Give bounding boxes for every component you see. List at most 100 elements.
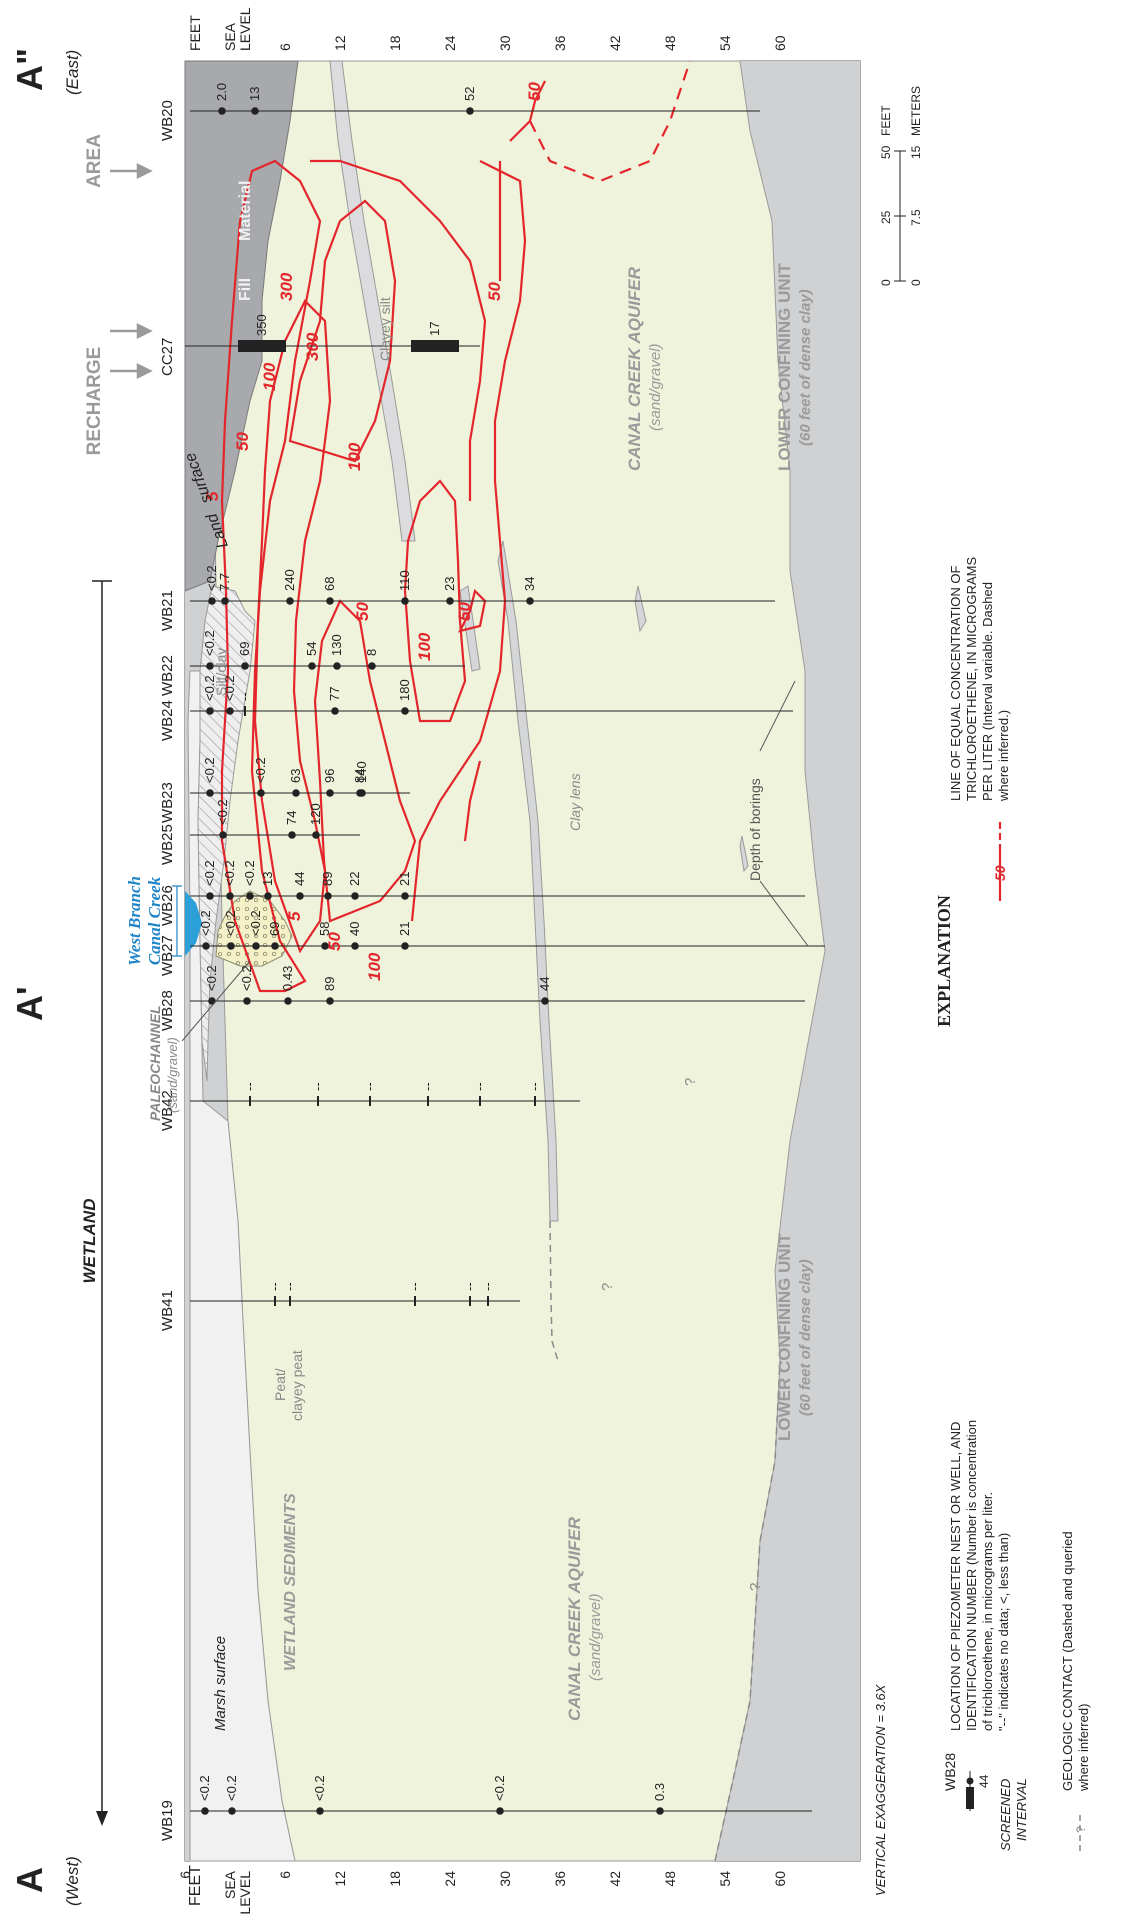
scale-feet-label: FEET [879,105,893,136]
sample-value: <0.2 [202,757,217,783]
endpoint-east-dir: (East) [63,50,82,95]
sample-value: 89 [322,977,337,991]
axis-left: FEET [187,1865,204,1906]
well-wb41: WB41---------- [159,1282,520,1331]
sample-value: 350 [254,314,269,336]
depth-of-borings-arrow-2 [759,680,796,752]
contour-label: 100 [365,952,384,981]
sample-value: 0.43 [280,966,295,991]
creek-water [185,891,202,956]
sample-point [401,892,409,900]
sample-value: -- [242,1082,257,1091]
sample-value: <0.2 [204,565,219,591]
depth-right-tick-30: 30 [497,35,513,51]
depth-right-tick-60: 60 [772,35,788,51]
well-id: WB27 [159,935,176,976]
scale-m-15: 15 [909,145,923,159]
sample-value: <0.2 [224,1775,239,1801]
sample-point [226,707,234,715]
sample-point [333,662,341,670]
sample-point [326,789,334,797]
sample-point [243,997,251,1005]
sample-value: <0.2 [204,965,219,991]
sample-value: 58 [317,922,332,936]
sample-value: 0.3 [652,1783,667,1801]
axis-unit-right: FEET [187,15,203,51]
depth-tick-6: 6 [277,1871,293,1879]
depth-tick-48: 48 [662,1871,678,1887]
depth-right-tick-24: 24 [442,35,458,51]
sample-value: -- [362,1082,377,1091]
well-id: WB25 [159,824,176,865]
sample-point [324,892,332,900]
legend-well-3: of trichloroethene, in micrograms per li… [980,1492,995,1731]
sample-value: 74 [284,811,299,825]
tce-contours [220,80,546,993]
silt-clay-label: Silt/clay [213,648,229,696]
sample-value: -- [472,1082,487,1091]
scale-m-7-5: 7.5 [909,209,923,226]
legend-screen-bar [966,1787,974,1809]
marsh-surface-label: Marsh surface [212,1636,229,1731]
legend-sample-value: 44 [977,1774,991,1788]
paleochannel-label-1: PALEOCHANNEL [147,1005,163,1121]
sample-value: <0.2 [222,860,237,886]
depth-right-sea-level-2: LEVEL [237,7,253,51]
depth-right-tick-12: 12 [332,35,348,51]
sample-point [251,107,259,115]
depth-right-tick-48: 48 [662,35,678,51]
sample-value: 21 [397,922,412,936]
clay-lens [497,540,559,1222]
contour-label: 100 [260,362,279,391]
sample-value: <0.2 [242,860,257,886]
depth-tick-12: 12 [332,1871,348,1887]
sample-point [401,942,409,950]
sample-value: 21 [397,872,412,886]
contour-label: 50 [233,432,252,451]
sample-value: 22 [347,872,362,886]
screened-interval [411,340,459,352]
contour-label: 100 [345,442,364,471]
geologic-contact-inferred-1 [714,1360,781,1862]
sample-point [316,1807,324,1815]
sample-point [284,997,292,1005]
endpoint-west-letter: A [9,1867,50,1893]
legend-contact-1: GEOLOGIC CONTACT (Dashed and queried [1060,1531,1075,1791]
depth-right-tick-36: 36 [552,35,568,51]
query-mark-1: ? [747,1583,764,1591]
fill-label-2: Material [237,181,254,241]
endpoint-west-dir: (West) [63,1856,82,1906]
contour-label: 50 [455,602,474,621]
sample-point [351,942,359,950]
depth-of-borings-arrow-1 [759,880,809,947]
scale-feet-25: 25 [879,210,893,224]
sample-value: -- [420,1082,435,1091]
depth-tick-42: 42 [607,1871,623,1887]
legend-screened-2: INTERVAL [1014,1778,1029,1841]
sample-point [496,1807,504,1815]
aquifer-label-right-1: CANAL CREEK AQUIFER [625,266,644,471]
sample-value: 140 [354,761,369,783]
sample-value: 2.0 [214,83,229,101]
sample-point [656,1807,664,1815]
sample-point [326,597,334,605]
legend-contact-q: ? [1074,1826,1088,1833]
small-lens-2 [634,585,647,633]
confining-label-right-2: (60 feet of dense clay) [797,289,814,446]
endpoint-east-letter: A" [9,48,50,91]
sample-point [466,107,474,115]
legend-well-2: IDENTIFICATION NUMBER (Number is concent… [964,1420,979,1731]
sample-value: -- [407,1282,422,1291]
sample-point [221,597,229,605]
sample-point [401,707,409,715]
sample-point [201,1807,209,1815]
legend-well-1: LOCATION OF PIEZOMETER NEST OR WELL, AND [948,1422,963,1731]
contour-label: 50 [525,82,544,101]
sample-value: <0.2 [492,1775,507,1801]
legend-contour-sample: 50 [992,865,1008,881]
legend-sample-id: WB28 [942,1753,958,1791]
scale-meters-label: METERS [909,86,923,136]
